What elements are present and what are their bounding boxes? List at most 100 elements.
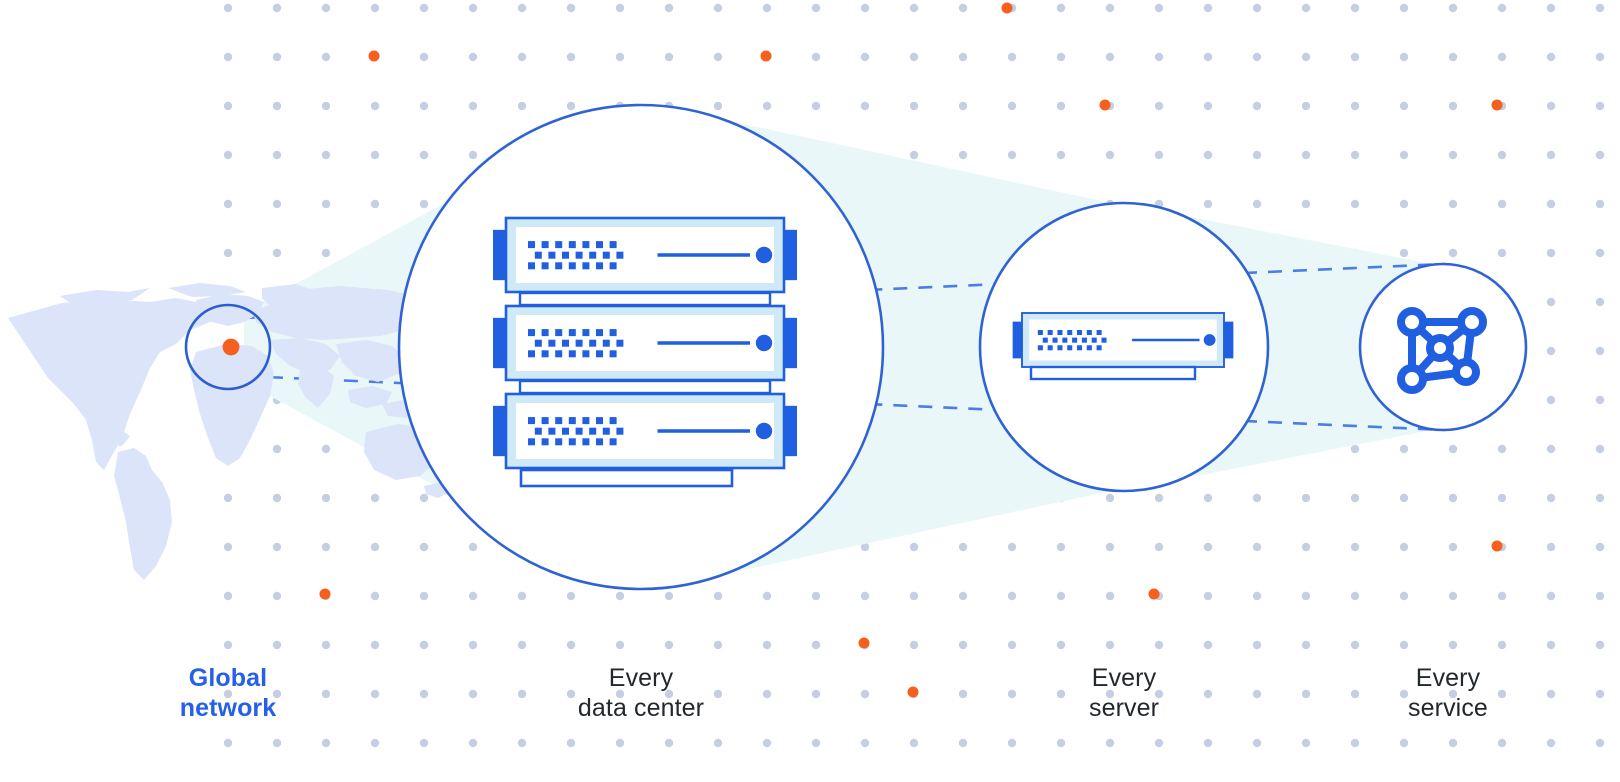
grid-dot — [517, 640, 527, 650]
grid-dot — [419, 101, 429, 111]
grid-dot — [1154, 542, 1164, 552]
grid-dot — [1154, 3, 1164, 13]
unit-vent-square — [1096, 329, 1102, 336]
grid-dot — [1056, 52, 1066, 62]
grid-dot — [370, 542, 380, 552]
grid-dot — [1546, 493, 1556, 503]
grid-dot — [272, 248, 282, 258]
grid-dot — [370, 640, 380, 650]
grid-dot — [223, 248, 233, 258]
grid-dot — [811, 52, 821, 62]
grid-dot — [615, 3, 625, 13]
grid-dot — [1203, 52, 1213, 62]
unit-vent-square — [541, 438, 549, 446]
grid-dot — [272, 640, 282, 650]
grid-dot — [1252, 689, 1262, 699]
unit-vent-square — [528, 438, 535, 446]
unit-vent-square — [589, 339, 597, 347]
grid-dot — [1203, 738, 1213, 748]
server-unit-base — [1029, 365, 1197, 381]
unit-vent-square — [541, 350, 549, 358]
grid-dot — [1301, 640, 1311, 650]
grid-dot — [566, 640, 576, 650]
unit-vent-square — [1086, 329, 1092, 336]
unit-vent-square — [575, 339, 583, 347]
unit-status-dot — [1203, 334, 1216, 346]
unit-ear-left — [1012, 321, 1024, 359]
grid-dot — [1203, 150, 1213, 160]
unit-vent-square — [596, 262, 603, 270]
unit-vent-square — [582, 329, 590, 337]
grid-dot — [1056, 640, 1066, 650]
label-every-service: Every service — [1348, 664, 1548, 723]
label-every-service-line1: Every — [1415, 664, 1481, 692]
server-unit-graphic — [493, 392, 797, 470]
unit-vent-square — [555, 241, 563, 249]
grid-dot — [370, 689, 380, 699]
grid-dot — [1007, 150, 1017, 160]
grid-dot — [1350, 542, 1360, 552]
grid-dot — [272, 52, 282, 62]
unit-vent-square — [568, 350, 576, 358]
grid-dot — [860, 738, 870, 748]
grid-dot — [1301, 150, 1311, 160]
label-every-server-line1: Every — [1091, 664, 1157, 692]
unit-vent-square — [555, 329, 563, 337]
grid-dot — [1595, 346, 1605, 356]
grid-dot — [1301, 738, 1311, 748]
grid-dot — [272, 101, 282, 111]
grid-dot-highlight — [1491, 540, 1503, 552]
grid-dot — [517, 738, 527, 748]
grid-dot — [1007, 52, 1017, 62]
grid-dot — [1448, 640, 1458, 650]
unit-vent-square — [582, 241, 590, 249]
grid-dot — [321, 542, 331, 552]
grid-dot — [1546, 248, 1556, 258]
network-graph-nodes — [1397, 307, 1487, 394]
grid-dot — [909, 738, 919, 748]
grid-dot — [762, 640, 772, 650]
grid-dot — [811, 738, 821, 748]
unit-vent-square — [609, 350, 617, 358]
grid-dot — [1448, 248, 1458, 258]
grid-dot — [713, 3, 723, 13]
grid-dot — [1154, 493, 1164, 503]
grid-dot — [664, 3, 674, 13]
grid-dot — [1154, 640, 1164, 650]
unit-vent-square — [596, 329, 603, 337]
grid-dot — [1546, 591, 1556, 601]
grid-dot — [1448, 3, 1458, 13]
grid-dot — [1350, 150, 1360, 160]
grid-dot — [615, 591, 625, 601]
grid-dot — [1350, 3, 1360, 13]
grid-dot — [1399, 689, 1409, 699]
grid-dot — [1595, 738, 1605, 748]
grid-dot — [1497, 738, 1507, 748]
grid-dot — [1056, 591, 1066, 601]
grid-dot — [321, 150, 331, 160]
unit-vent-square — [1047, 345, 1053, 351]
grid-dot — [1301, 101, 1311, 111]
grid-dot — [1350, 591, 1360, 601]
grid-dot — [1105, 738, 1115, 748]
grid-dot — [615, 689, 625, 699]
grid-dot — [419, 591, 429, 601]
unit-vent-square — [575, 427, 583, 435]
grid-dot — [1399, 101, 1409, 111]
label-every-server-line2: server — [1088, 693, 1160, 722]
grid-dot — [517, 52, 527, 62]
grid-dot-highlight — [319, 588, 331, 600]
grid-dot — [272, 542, 282, 552]
unit-vent-square — [541, 329, 549, 337]
grid-dot — [1105, 542, 1115, 552]
grid-dot — [1301, 591, 1311, 601]
label-every-server: Every server — [1024, 664, 1224, 723]
unit-vent-square — [1037, 329, 1043, 336]
grid-dot — [566, 52, 576, 62]
unit-vent-square — [534, 427, 542, 435]
grid-dot — [419, 52, 429, 62]
grid-dot — [1546, 3, 1556, 13]
unit-vent-square — [1062, 337, 1068, 343]
grid-dot — [1595, 640, 1605, 650]
grid-dot — [1350, 52, 1360, 62]
